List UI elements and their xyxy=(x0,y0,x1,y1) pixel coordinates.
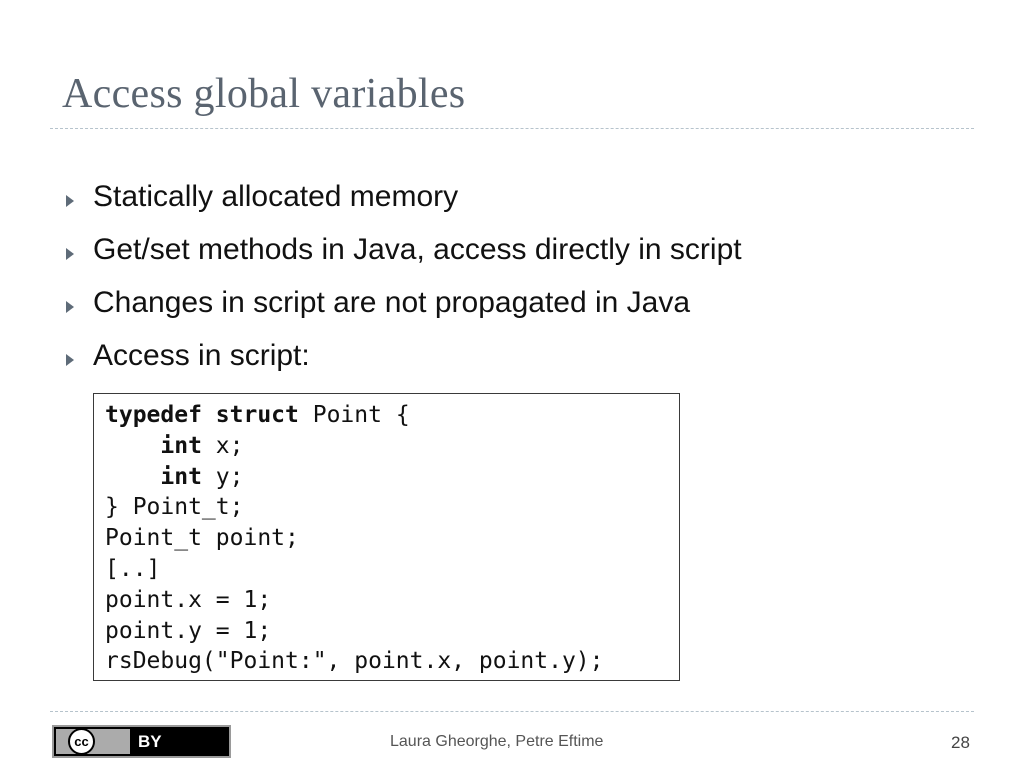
slide-title: Access global variables xyxy=(62,71,466,117)
code-line: typedef struct Point { xyxy=(105,402,410,428)
code-line: } Point_t; xyxy=(105,494,244,521)
bullet-text: Changes in script are not propagated in … xyxy=(93,286,691,319)
cc-by-label: BY xyxy=(138,732,162,751)
page-number: 28 xyxy=(951,733,970,752)
code-line: point.y = 1; xyxy=(105,617,272,644)
bullet-arrow-icon xyxy=(66,301,74,313)
title-divider xyxy=(50,128,974,129)
code-block: typedef struct Point { int x; int y; } P… xyxy=(93,393,680,681)
code-line: int x; xyxy=(105,433,243,459)
code-keyword: int xyxy=(160,432,202,459)
code-keyword: typedef xyxy=(105,402,202,428)
code-text: y; xyxy=(201,463,244,490)
footer-authors: Laura Gheorghe, Petre Eftime xyxy=(390,733,604,750)
code-text: x; xyxy=(201,432,244,459)
cc-badge-left-panel: cc xyxy=(56,728,130,755)
bullet-text: Access in script: xyxy=(93,339,310,372)
code-line: int y; xyxy=(105,464,243,490)
code-line: rsDebug("Point:", point.x, point.y); xyxy=(105,648,604,675)
code-keyword: int xyxy=(160,463,202,490)
footer-divider xyxy=(50,711,974,712)
bullet-text: Statically allocated memory xyxy=(93,180,459,213)
code-line: [..] xyxy=(105,555,161,582)
cc-icon: cc xyxy=(68,728,95,755)
bullet-arrow-icon xyxy=(66,195,74,207)
code-keyword: struct xyxy=(215,402,299,428)
bullet-arrow-icon xyxy=(66,354,74,366)
cc-by-license-badge: cc BY xyxy=(52,725,231,758)
code-line: Point_t point; xyxy=(105,525,299,552)
bullet-text: Get/set methods in Java, access directly… xyxy=(93,233,742,266)
code-text: Point { xyxy=(298,402,410,428)
bullet-arrow-icon xyxy=(66,248,74,260)
code-line: point.x = 1; xyxy=(105,586,272,613)
